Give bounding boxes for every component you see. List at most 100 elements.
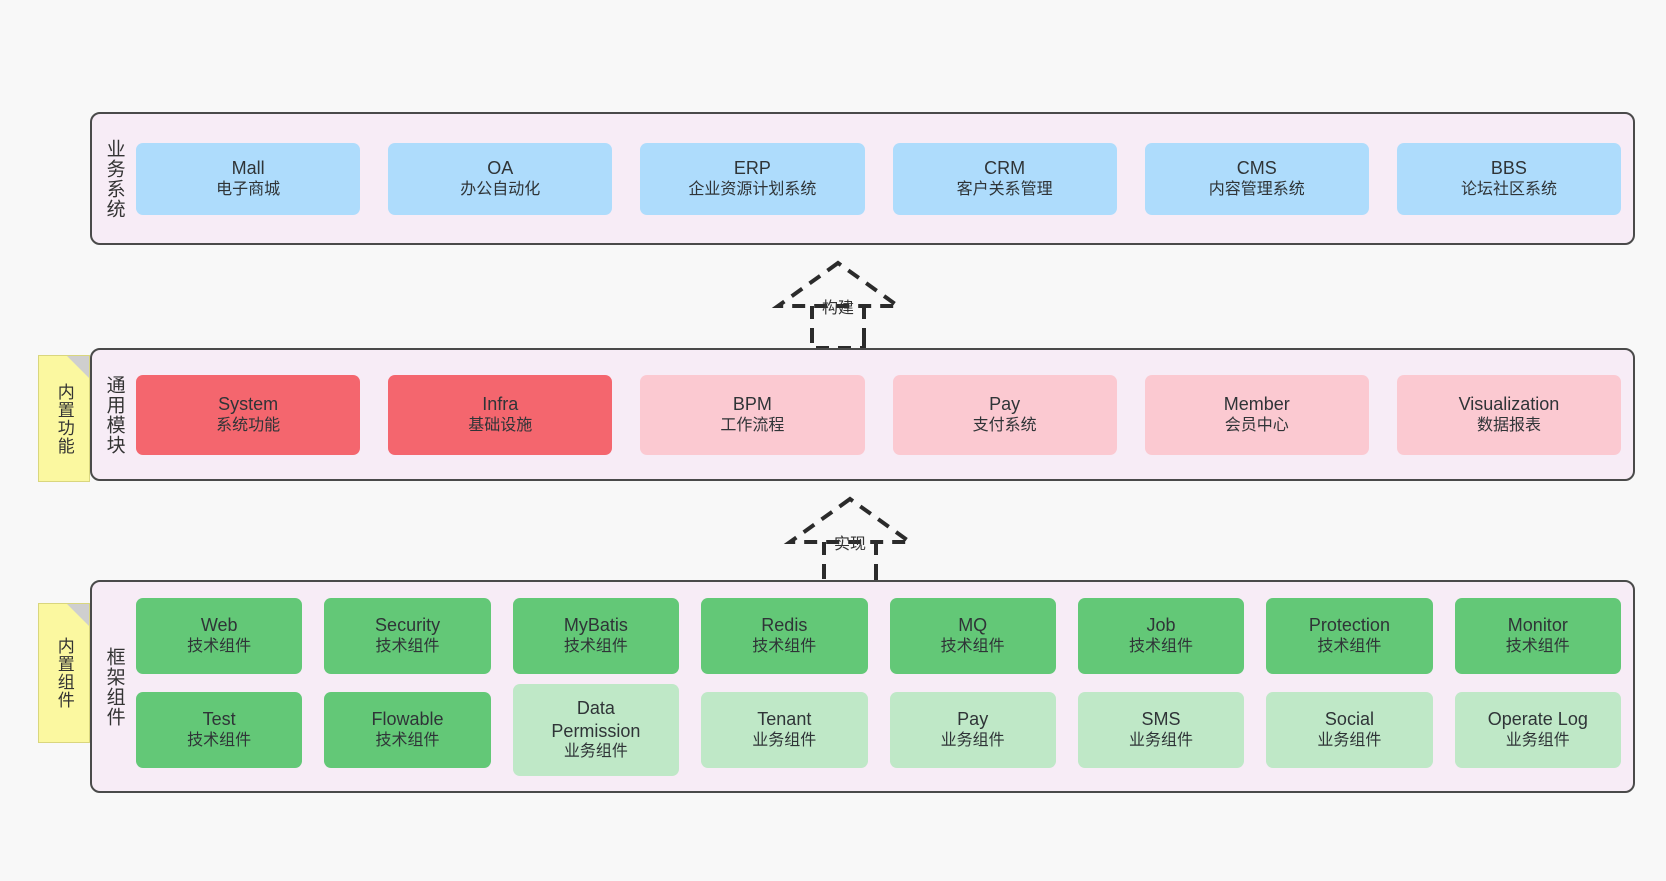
connector-build-label: 构建: [822, 300, 855, 317]
node-pay-module[interactable]: Pay 支付系统: [892, 374, 1117, 455]
node-label-en: MQ: [958, 615, 988, 636]
node-member[interactable]: Member 会员中心: [1144, 374, 1369, 455]
node-web[interactable]: Web 技术组件: [136, 597, 303, 674]
node-label-cn: 业务组件: [1317, 731, 1382, 749]
layer-business-systems: 业务系统 Mall 电子商城 OA 办公自动化 ERP 企业资源计划系统 CRM…: [90, 112, 1635, 245]
node-label-en: Data Permission: [551, 698, 641, 741]
node-label-en: Monitor: [1507, 615, 1568, 636]
layer-framework-components: 框架组件 Web 技术组件 Security 技术组件 MyBatis 技术组件…: [90, 580, 1635, 793]
node-row: Web 技术组件 Security 技术组件 MyBatis 技术组件 Redi…: [136, 597, 1621, 674]
node-row: Test 技术组件 Flowable 技术组件 Data Permission …: [136, 683, 1621, 776]
node-label-cn: 系统功能: [216, 416, 281, 434]
node-label-en: ERP: [733, 158, 771, 179]
note-builtin-features-label: 内置功能: [54, 382, 74, 455]
node-mall[interactable]: Mall 电子商城: [136, 142, 361, 215]
node-bbs[interactable]: BBS 论坛社区系统: [1396, 142, 1622, 215]
node-label-en: Operate Log: [1487, 709, 1588, 730]
node-label-en: Mall: [231, 158, 265, 179]
node-pay-component[interactable]: Pay 业务组件: [889, 691, 1056, 768]
node-label-en: Tenant: [757, 709, 812, 730]
note-builtin-components-label: 内置组件: [54, 637, 74, 709]
node-label-cn: 业务组件: [752, 731, 817, 749]
node-mq[interactable]: MQ 技术组件: [889, 597, 1056, 674]
node-label-en: Protection: [1308, 615, 1390, 636]
node-label-en: System: [218, 394, 279, 415]
node-oa[interactable]: OA 办公自动化: [388, 142, 613, 215]
node-bpm[interactable]: BPM 工作流程: [640, 374, 865, 455]
node-label-cn: 客户关系管理: [956, 180, 1053, 198]
node-data-permission[interactable]: Data Permission 业务组件: [512, 683, 680, 776]
node-erp[interactable]: ERP 企业资源计划系统: [640, 142, 865, 215]
node-test[interactable]: Test 技术组件: [136, 691, 303, 768]
node-label-cn: 技术组件: [187, 637, 252, 655]
node-label-cn: 企业资源计划系统: [688, 180, 817, 198]
node-label-en: Visualization: [1458, 394, 1560, 415]
node-row: Mall 电子商城 OA 办公自动化 ERP 企业资源计划系统 CRM 客户关系…: [136, 142, 1622, 215]
layer-common-modules: 通用模块 System 系统功能 Infra 基础设施 BPM 工作流程 Pay…: [90, 348, 1635, 481]
layer-body-common-modules: System 系统功能 Infra 基础设施 BPM 工作流程 Pay 支付系统…: [136, 350, 1633, 479]
node-label-cn: 技术组件: [1505, 637, 1570, 655]
node-label-en: Redis: [761, 615, 808, 636]
node-label-en: Pay: [957, 709, 989, 730]
node-label-en: CMS: [1236, 158, 1277, 179]
node-infra[interactable]: Infra 基础设施: [388, 374, 613, 455]
node-label-cn: 技术组件: [752, 637, 817, 655]
node-label-en: Social: [1324, 709, 1374, 730]
node-label-en: Infra: [482, 394, 519, 415]
node-label-en: Security: [375, 615, 441, 636]
node-label-en: Test: [202, 709, 236, 730]
node-operate-log[interactable]: Operate Log 业务组件: [1454, 691, 1621, 768]
layer-body-business-systems: Mall 电子商城 OA 办公自动化 ERP 企业资源计划系统 CRM 客户关系…: [136, 114, 1633, 243]
node-protection[interactable]: Protection 技术组件: [1266, 597, 1433, 674]
note-builtin-components: 内置组件: [38, 603, 90, 743]
node-label-cn: 基础设施: [468, 416, 533, 434]
node-social[interactable]: Social 业务组件: [1266, 691, 1433, 768]
node-label-cn: 数据报表: [1476, 416, 1541, 434]
node-label-cn: 电子商城: [216, 180, 281, 198]
node-label-en: Flowable: [371, 709, 444, 730]
node-label-en: MyBatis: [563, 615, 628, 636]
node-crm[interactable]: CRM 客户关系管理: [892, 142, 1117, 215]
node-flowable[interactable]: Flowable 技术组件: [324, 691, 491, 768]
connector-build-tail-icon: [810, 330, 866, 350]
node-system[interactable]: System 系统功能: [136, 374, 361, 455]
node-mybatis[interactable]: MyBatis 技术组件: [512, 597, 680, 674]
node-visualization[interactable]: Visualization 数据报表: [1396, 374, 1622, 455]
node-sms[interactable]: SMS 业务组件: [1077, 691, 1245, 768]
node-row: System 系统功能 Infra 基础设施 BPM 工作流程 Pay 支付系统…: [136, 374, 1622, 455]
node-label-cn: 业务组件: [940, 731, 1005, 749]
node-label-en: Pay: [989, 394, 1021, 415]
node-redis[interactable]: Redis 技术组件: [701, 597, 868, 674]
node-label-en: CRM: [984, 158, 1026, 179]
node-label-en: BPM: [732, 394, 772, 415]
connector-build-tail: [810, 330, 868, 350]
node-cms[interactable]: CMS 内容管理系统: [1144, 142, 1369, 215]
node-security[interactable]: Security 技术组件: [324, 597, 491, 674]
node-label-en: Job: [1146, 615, 1176, 636]
note-fold-corner-icon: [67, 604, 89, 626]
node-label-en: OA: [487, 158, 514, 179]
node-label-cn: 技术组件: [1317, 637, 1382, 655]
node-label-cn: 技术组件: [1129, 637, 1194, 655]
connector-implement-label: 实现: [834, 536, 867, 553]
node-label-cn: 工作流程: [720, 416, 785, 434]
node-monitor[interactable]: Monitor 技术组件: [1454, 597, 1621, 674]
node-label-cn: 技术组件: [375, 637, 440, 655]
node-label-en: Web: [200, 615, 238, 636]
node-label-en: Member: [1223, 394, 1290, 415]
layer-title-common-modules: 通用模块: [103, 374, 125, 455]
node-label-cn: 技术组件: [563, 637, 628, 655]
note-fold-corner-icon: [67, 356, 89, 378]
node-label-cn: 业务组件: [563, 742, 628, 760]
node-tenant[interactable]: Tenant 业务组件: [701, 691, 868, 768]
node-label-cn: 业务组件: [1505, 731, 1570, 749]
node-job[interactable]: Job 技术组件: [1077, 597, 1245, 674]
node-label-cn: 技术组件: [940, 637, 1005, 655]
layer-title-business-systems: 业务系统: [103, 138, 125, 219]
node-label-en: SMS: [1141, 709, 1181, 730]
node-label-cn: 内容管理系统: [1208, 180, 1305, 198]
node-label-cn: 会员中心: [1224, 416, 1289, 434]
node-label-cn: 技术组件: [375, 731, 440, 749]
node-label-cn: 业务组件: [1129, 731, 1194, 749]
